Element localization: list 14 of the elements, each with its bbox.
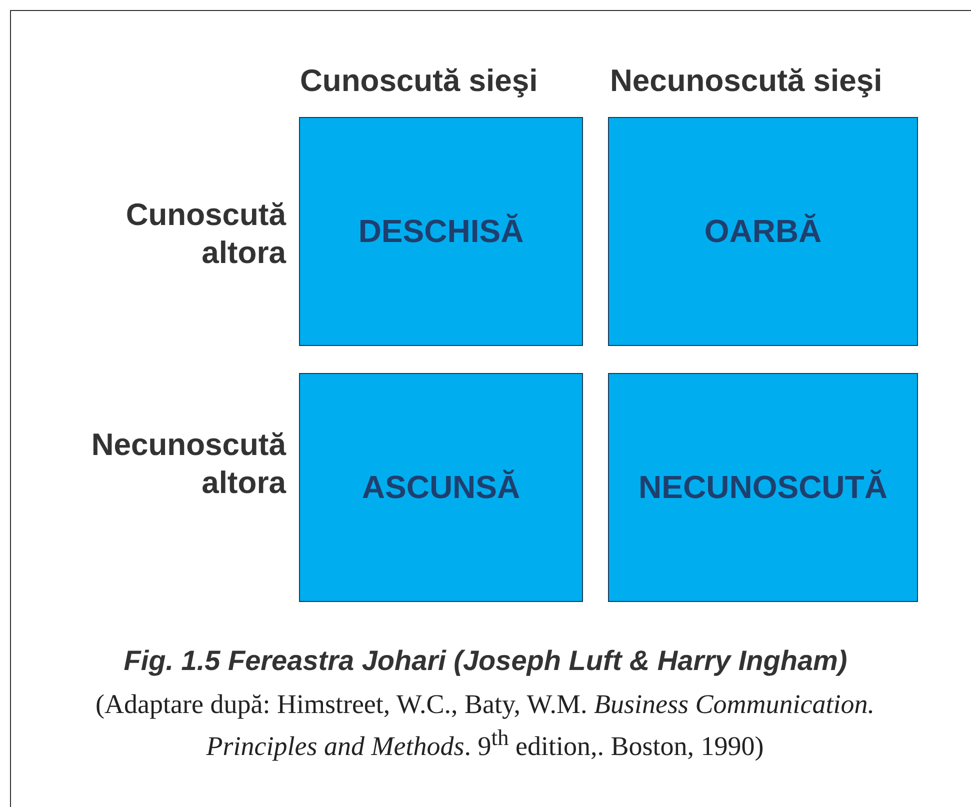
column-header: Necunoscută sieşi bbox=[610, 62, 884, 100]
quadrant-label: ASCUNSĂ bbox=[362, 469, 520, 506]
quadrant-box bbox=[299, 373, 583, 602]
row-header: Necunoscută altora bbox=[90, 426, 286, 502]
quadrant-label: DESCHISĂ bbox=[358, 213, 524, 250]
row-header: Cunoscută altora bbox=[124, 196, 286, 272]
citation: (Adaptare după: Himstreet, W.C., Baty, W.M. Business Communication. Principles and Methods. 9$^{th}$ edition,. Boston, 1990) bbox=[94, 688, 876, 763]
quadrant-label: NECUNOSCUTĂ bbox=[638, 469, 888, 506]
quadrant-box bbox=[608, 117, 918, 346]
quadrant-box bbox=[299, 117, 583, 346]
quadrant-box bbox=[608, 373, 918, 602]
figure-caption: Fig. 1.5 Fereastra Johari (Joseph Luft & Harry Ingham) bbox=[122, 645, 848, 677]
column-header: Cunoscută sieşi bbox=[300, 62, 539, 100]
quadrant-label: OARBĂ bbox=[704, 213, 822, 250]
